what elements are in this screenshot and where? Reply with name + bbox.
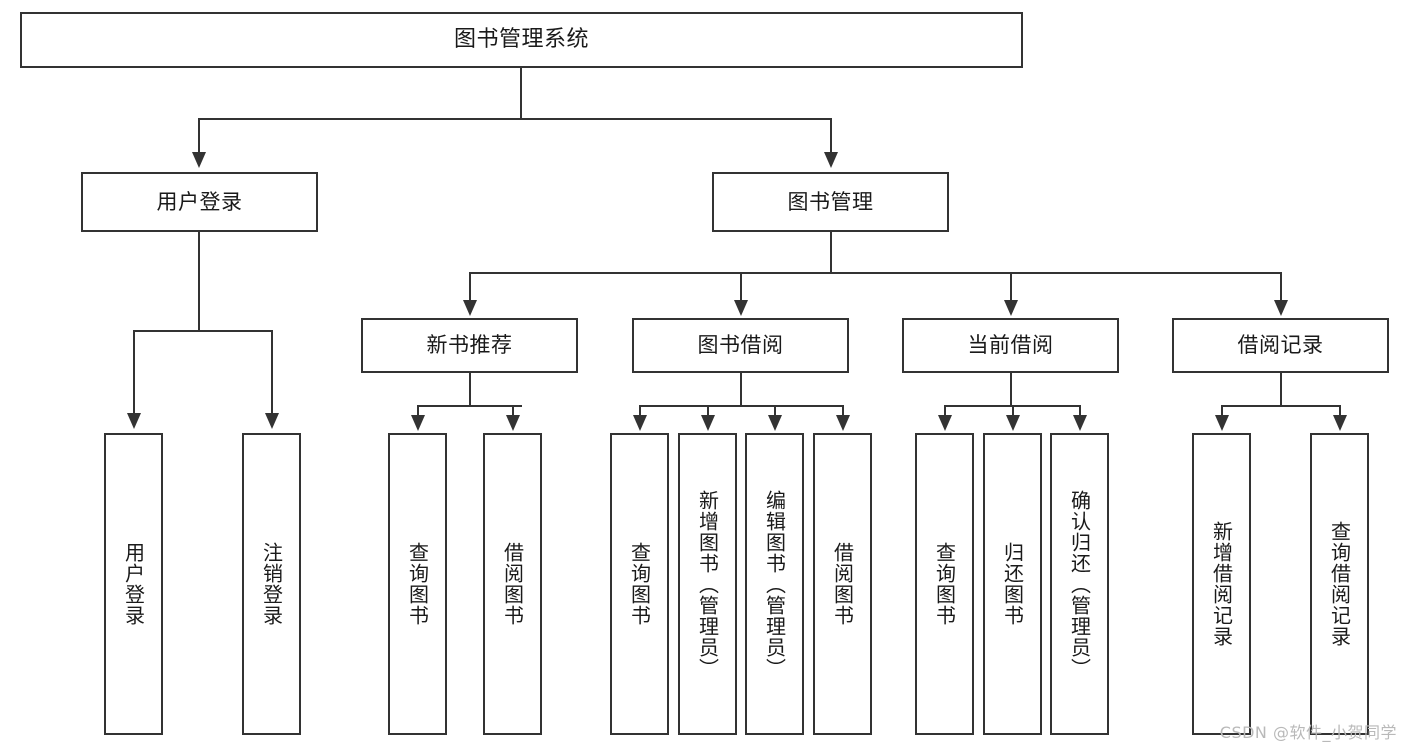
leaf-book-borrow-add-book-admin[interactable]: 新增图书（管理员）: [678, 433, 737, 735]
leaf-book-borrow-borrow-books[interactable]: 借阅图书: [813, 433, 872, 735]
edge-book-borrow-to-leaf-2: [707, 405, 709, 417]
edge-new-book-to-leaf-1: [417, 405, 419, 417]
arrow-borrow-record-to-leaf-1: [1215, 415, 1229, 431]
edge-book-borrow-to-leaf-4: [842, 405, 844, 417]
arrow-bm-to-borrow-record: [1274, 300, 1288, 316]
edge-current-borrow-to-leaf-1: [944, 405, 946, 417]
edge-bm-to-borrow-record: [1280, 272, 1282, 302]
arrow-bm-to-current-borrow: [1004, 300, 1018, 316]
node-label: 图书管理系统: [453, 27, 589, 53]
arrow-bm-to-book-borrow: [734, 300, 748, 316]
arrow-current-borrow-to-leaf-1: [938, 415, 952, 431]
node-book-borrow[interactable]: 图书借阅: [632, 318, 849, 373]
arrow-root-to-user-login: [192, 152, 206, 168]
leaf-current-borrow-return-books[interactable]: 归还图书: [983, 433, 1042, 735]
edge-bm-to-current-borrow: [1010, 272, 1012, 302]
node-label: 查询图书: [405, 542, 430, 626]
arrow-current-borrow-to-leaf-2: [1006, 415, 1020, 431]
leaf-current-borrow-query-books[interactable]: 查询图书: [915, 433, 974, 735]
arrow-new-book-to-leaf-1: [411, 415, 425, 431]
node-label: 用户登录: [121, 542, 146, 626]
arrow-root-to-book-management: [824, 152, 838, 168]
leaf-book-borrow-edit-book-admin[interactable]: 编辑图书（管理员）: [745, 433, 804, 735]
node-label: 编辑图书（管理员）: [762, 489, 787, 679]
edge-book-management-bus: [469, 272, 1281, 274]
csdn-watermark: CSDN @软件_小贺同学: [1219, 723, 1397, 742]
arrow-current-borrow-to-leaf-3: [1073, 415, 1087, 431]
arrow-user-login-to-leaf-1: [127, 413, 141, 429]
node-label: 借阅图书: [500, 542, 525, 626]
edge-new-book-bus: [417, 405, 522, 407]
edge-root-to-user-login: [198, 118, 200, 154]
edge-current-borrow-to-leaf-3: [1079, 405, 1081, 417]
arrow-user-login-to-leaf-2: [265, 413, 279, 429]
arrow-bm-to-new-book: [463, 300, 477, 316]
node-label: 归还图书: [1000, 542, 1025, 626]
node-borrow-record[interactable]: 借阅记录: [1172, 318, 1389, 373]
node-label: 图书管理: [787, 189, 874, 214]
node-label: 借阅记录: [1237, 333, 1324, 358]
node-label: 当前借阅: [967, 333, 1054, 358]
arrow-borrow-record-to-leaf-2: [1333, 415, 1347, 431]
arrow-book-borrow-to-leaf-2: [701, 415, 715, 431]
node-label: 用户登录: [156, 189, 243, 214]
edge-new-book-stem: [469, 373, 471, 405]
node-book-management[interactable]: 图书管理: [712, 172, 949, 232]
edge-book-borrow-bus: [639, 405, 843, 407]
node-current-borrow[interactable]: 当前借阅: [902, 318, 1119, 373]
edge-bm-to-book-borrow: [740, 272, 742, 302]
leaf-user-login-logout[interactable]: 注销登录: [242, 433, 301, 735]
arrow-book-borrow-to-leaf-3: [768, 415, 782, 431]
leaf-book-borrow-query-books[interactable]: 查询图书: [610, 433, 669, 735]
leaf-borrow-record-query-record[interactable]: 查询借阅记录: [1310, 433, 1369, 735]
edge-root-bus: [198, 118, 832, 120]
node-new-book-recommend[interactable]: 新书推荐: [361, 318, 578, 373]
leaf-user-login-login[interactable]: 用户登录: [104, 433, 163, 735]
edge-book-borrow-stem: [740, 373, 742, 405]
edge-borrow-record-to-leaf-1: [1221, 405, 1223, 417]
edge-current-borrow-stem: [1010, 373, 1012, 405]
edge-bm-to-new-book: [469, 272, 471, 302]
edge-book-borrow-to-leaf-3: [774, 405, 776, 417]
arrow-book-borrow-to-leaf-4: [836, 415, 850, 431]
node-label: 注销登录: [259, 542, 284, 626]
node-label: 新增借阅记录: [1209, 521, 1234, 647]
node-label: 新增图书（管理员）: [695, 489, 720, 679]
leaf-current-borrow-confirm-return-admin[interactable]: 确认归还（管理员）: [1050, 433, 1109, 735]
node-label: 查询图书: [627, 542, 652, 626]
edge-user-login-stem: [198, 232, 200, 330]
leaf-borrow-record-add-record[interactable]: 新增借阅记录: [1192, 433, 1251, 735]
node-label: 借阅图书: [830, 542, 855, 626]
edge-borrow-record-to-leaf-2: [1339, 405, 1341, 417]
edge-new-book-to-leaf-2: [512, 405, 514, 417]
edge-root-stem: [520, 68, 522, 118]
edge-borrow-record-bus: [1221, 405, 1339, 407]
node-label: 查询借阅记录: [1327, 521, 1352, 647]
node-label: 新书推荐: [426, 333, 513, 358]
node-label: 确认归还（管理员）: [1067, 489, 1092, 679]
node-label: 图书借阅: [697, 333, 784, 358]
edge-borrow-record-stem: [1280, 373, 1282, 405]
arrow-book-borrow-to-leaf-1: [633, 415, 647, 431]
leaf-new-book-query-books[interactable]: 查询图书: [388, 433, 447, 735]
node-root-book-management-system[interactable]: 图书管理系统: [20, 12, 1023, 68]
edge-root-to-book-management: [830, 118, 832, 154]
edge-current-borrow-to-leaf-2: [1012, 405, 1014, 417]
edge-user-login-to-leaf-2: [271, 330, 273, 415]
edge-user-login-to-leaf-1: [133, 330, 135, 415]
edge-book-management-stem: [830, 232, 832, 272]
arrow-new-book-to-leaf-2: [506, 415, 520, 431]
node-user-login[interactable]: 用户登录: [81, 172, 318, 232]
edge-user-login-bus: [133, 330, 271, 332]
leaf-new-book-borrow-books[interactable]: 借阅图书: [483, 433, 542, 735]
node-label: 查询图书: [932, 542, 957, 626]
edge-book-borrow-to-leaf-1: [639, 405, 641, 417]
